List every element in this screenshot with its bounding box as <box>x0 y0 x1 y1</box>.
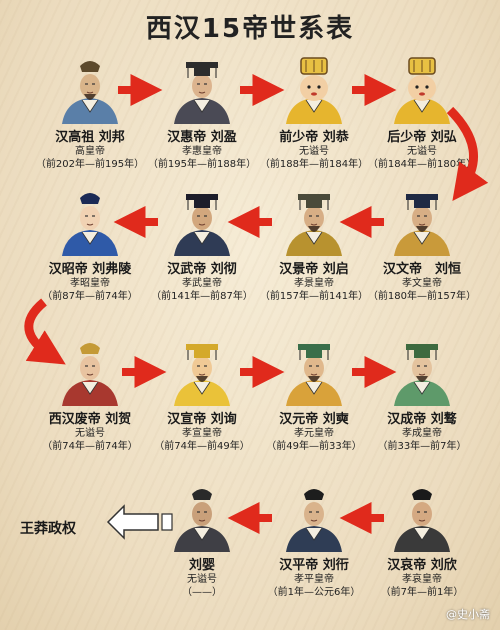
emperor-card: 后少帝 刘弘 无谥号 （前184年—前180年） <box>360 54 484 171</box>
emperor-reign: （前87年—前74年） <box>42 291 138 302</box>
emperor-portrait-icon <box>174 194 230 256</box>
emperor-reign: （前202年—前195年） <box>35 159 145 170</box>
emperor-posthumous-title: 孝昭皇帝 <box>70 278 110 289</box>
emperor-portrait-icon <box>174 489 230 552</box>
emperor-card: 汉武帝 刘彻 孝武皇帝 （前141年—前87年） <box>140 186 264 303</box>
emperor-card: 西汉废帝 刘贺 无谥号 （前74年—前74年） <box>28 336 152 453</box>
emperor-card: 汉平帝 刘衎 孝平皇帝 （前1年—公元6年） <box>252 482 376 599</box>
emperor-portrait-icon <box>394 489 450 552</box>
emperor-posthumous-title: 孝武皇帝 <box>182 278 222 289</box>
emperor-reign: （——） <box>182 587 222 598</box>
emperor-reign: （前184年—前180年） <box>367 159 477 170</box>
emperor-posthumous-title: 孝哀皇帝 <box>402 574 442 585</box>
emperor-name: 汉成帝 刘骜 <box>387 412 457 427</box>
emperor-name: 前少帝 刘恭 <box>279 130 349 145</box>
emperor-name: 汉景帝 刘启 <box>279 262 349 277</box>
emperor-portrait-icon <box>62 61 118 124</box>
emperor-name: 汉惠帝 刘盈 <box>167 130 237 145</box>
emperor-portrait-icon <box>62 193 118 256</box>
arrow-curve-left <box>24 298 66 365</box>
hollow-arrow-left <box>106 504 159 540</box>
emperor-reign: （前1年—公元6年） <box>267 587 361 598</box>
emperor-card: 汉景帝 刘启 孝景皇帝 （前157年—前141年） <box>252 186 376 303</box>
emperor-posthumous-title: 孝平皇帝 <box>294 574 334 585</box>
arrow-curve-right <box>446 106 489 202</box>
emperor-portrait-icon <box>394 57 450 124</box>
page-title: 西汉15帝世系表 <box>145 14 355 44</box>
emperor-portrait-icon <box>286 57 342 124</box>
emperor-name: 汉武帝 刘彻 <box>167 262 237 277</box>
emperor-portrait-icon <box>174 62 230 124</box>
emperor-card: 刘婴 无谥号 （——） <box>140 482 264 599</box>
emperor-portrait-icon <box>286 344 342 406</box>
emperor-name: 汉元帝 刘奭 <box>279 412 349 427</box>
emperor-portrait-icon <box>286 194 342 256</box>
emperor-card: 汉惠帝 刘盈 孝惠皇帝 （前195年—前188年） <box>140 54 264 171</box>
emperor-name: 汉高祖 刘邦 <box>55 130 125 145</box>
emperor-posthumous-title: 孝景皇帝 <box>294 278 334 289</box>
emperor-reign: （前33年—前7年） <box>377 441 467 452</box>
emperor-reign: （前157年—前141年） <box>259 291 369 302</box>
emperor-card: 前少帝 刘恭 无谥号 （前188年—前184年） <box>252 54 376 171</box>
emperor-name: 西汉废帝 刘贺 <box>48 412 132 427</box>
emperor-card: 汉元帝 刘奭 孝元皇帝 （前49年—前33年） <box>252 336 376 453</box>
emperor-portrait-icon <box>286 489 342 552</box>
emperor-posthumous-title: 无谥号 <box>187 574 217 585</box>
emperor-card: 汉哀帝 刘欣 孝哀皇帝 （前7年—前1年） <box>360 482 484 599</box>
watermark: @史小斋 <box>446 608 490 621</box>
emperor-posthumous-title: 孝元皇帝 <box>294 428 334 439</box>
emperor-posthumous-title: 孝宣皇帝 <box>182 428 222 439</box>
emperor-name: 汉昭帝 刘弗陵 <box>48 262 132 277</box>
emperor-posthumous-title: 无谥号 <box>407 146 437 157</box>
emperor-reign: （前180年—前157年） <box>367 291 477 302</box>
hollow-arrow-dash <box>161 513 173 531</box>
emperor-reign: （前188年—前184年） <box>259 159 369 170</box>
emperor-portrait-icon <box>174 344 230 406</box>
emperor-name: 汉平帝 刘衎 <box>279 558 349 573</box>
emperor-reign: （前195年—前188年） <box>147 159 257 170</box>
emperor-posthumous-title: 孝文皇帝 <box>402 278 442 289</box>
emperor-name: 刘婴 <box>188 558 215 573</box>
emperor-posthumous-title: 孝惠皇帝 <box>182 146 222 157</box>
emperor-name: 汉宣帝 刘询 <box>167 412 237 427</box>
emperor-reign: （前49年—前33年） <box>266 441 362 452</box>
emperor-reign: （前74年—前49年） <box>154 441 250 452</box>
emperor-name: 后少帝 刘弘 <box>387 130 457 145</box>
emperor-card: 汉文帝 刘恒 孝文皇帝 （前180年—前157年） <box>360 186 484 303</box>
emperor-card: 汉成帝 刘骜 孝成皇帝 （前33年—前7年） <box>360 336 484 453</box>
emperor-name: 汉文帝 刘恒 <box>382 262 461 277</box>
emperor-reign: （前7年—前1年） <box>380 587 464 598</box>
emperor-posthumous-title: 无谥号 <box>299 146 329 157</box>
emperor-card: 汉宣帝 刘询 孝宣皇帝 （前74年—前49年） <box>140 336 264 453</box>
emperor-posthumous-title: 孝成皇帝 <box>402 428 442 439</box>
emperor-portrait-icon <box>62 343 118 406</box>
emperor-portrait-icon <box>394 344 450 406</box>
emperor-portrait-icon <box>394 194 450 256</box>
emperor-card: 汉昭帝 刘弗陵 孝昭皇帝 （前87年—前74年） <box>28 186 152 303</box>
emperor-name: 汉哀帝 刘欣 <box>387 558 457 573</box>
emperor-posthumous-title: 无谥号 <box>75 428 105 439</box>
wang-mang-label: 王莽政权 <box>20 521 76 537</box>
emperor-card: 汉高祖 刘邦 高皇帝 （前202年—前195年） <box>28 54 152 171</box>
emperor-reign: （前141年—前87年） <box>151 291 253 302</box>
emperor-reign: （前74年—前74年） <box>42 441 138 452</box>
emperor-posthumous-title: 高皇帝 <box>75 146 105 157</box>
